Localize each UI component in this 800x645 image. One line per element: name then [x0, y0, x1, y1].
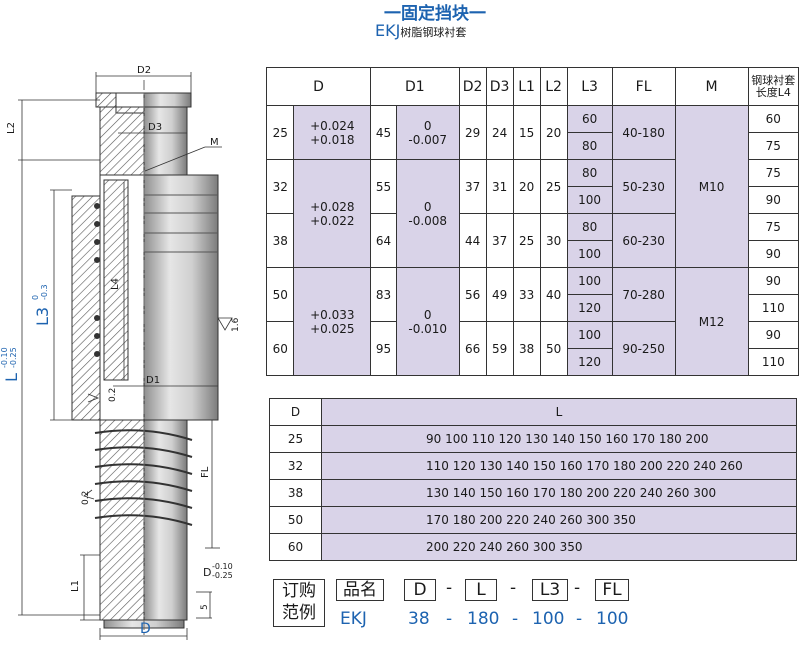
dim-five: 5: [200, 604, 210, 610]
col-l: L: [321, 398, 797, 426]
dim-l-tol-lo: -0.25: [9, 347, 18, 368]
dim-l: L: [2, 373, 21, 382]
table-row: 25 +0.024+0.018 45 0-0.007 29 24 15 20 6…: [265, 105, 800, 268]
m-m12: M12: [674, 267, 749, 376]
col-d1: D1: [370, 67, 460, 106]
col-d: D: [265, 67, 372, 106]
dim-d3: D3: [148, 122, 162, 133]
ex-l3: 100: [532, 609, 565, 629]
table-row: 50 +0.033+0.025 83 0-0.010 56 49 33 40 1…: [265, 267, 800, 376]
dim-l1: L1: [70, 580, 81, 592]
box-d: D: [404, 579, 436, 601]
col-l4: 钢球衬套 长度L4: [747, 67, 800, 106]
dash-3: -: [574, 578, 581, 598]
box-fl: FL: [595, 579, 629, 601]
dim-l-tol-hi: -0.10: [0, 347, 9, 368]
dim-l3: L3: [33, 307, 52, 326]
dim-l4: L4: [110, 278, 121, 290]
page-title: 一固定挡块一: [384, 4, 486, 24]
table-header-row: D L: [269, 398, 797, 426]
dim-d-tol-hi: -0.10: [212, 562, 233, 571]
ex-name: EKJ: [340, 609, 367, 629]
dash-1: -: [446, 578, 453, 598]
box-l3: L3: [532, 579, 568, 601]
table-row: 60 95 66 59 38 50 100 90-250 90: [265, 321, 800, 376]
table-header-row: D D1 D2 D3 L1 L2 L3 FL M 钢球衬套 长度L4: [265, 67, 800, 106]
col-m: M: [674, 67, 749, 106]
page-subtitle: EKJ树脂钢球衬套: [375, 22, 466, 42]
table-row: 120 110: [267, 348, 800, 376]
technical-drawing: D2 D3 M L2 L4 D1 0.2 FL 0.2 L1 5 1.6 D -…: [0, 65, 241, 640]
col-d2: D2: [458, 67, 487, 106]
dim-r1: 0.2: [108, 388, 118, 402]
spec-table: D D1 D2 D3 L1 L2 L3 FL M 钢球衬套 长度L4 25 +0…: [265, 67, 800, 376]
roughness: 1.6: [231, 317, 241, 332]
ex-fl: 100: [596, 609, 629, 629]
dim-l3-tol-hi: 0: [31, 295, 40, 300]
table-row: 100 90: [267, 240, 800, 268]
m-m10: M10: [674, 105, 749, 268]
ex-l: 180: [467, 609, 500, 629]
dim-m: M: [210, 137, 219, 148]
dim-d-tol-lo: -0.25: [212, 571, 233, 580]
table-row: 100 90: [267, 186, 800, 214]
col-d: D: [269, 398, 322, 426]
dim-d-small: D: [203, 566, 211, 579]
ex-d: 38: [408, 609, 430, 629]
dim-l3-tol-lo: -0.3: [40, 284, 49, 300]
table-row: 32 +0.028+0.022 55 0-0.008 37 31 20 25 8…: [265, 159, 800, 268]
product-name: 树脂钢球衬套: [400, 26, 467, 39]
col-d3: D3: [485, 67, 514, 106]
order-example-label: 订购 范例: [273, 579, 325, 627]
col-fl: FL: [611, 67, 676, 106]
product-code: EKJ: [375, 21, 401, 40]
dim-d: D: [140, 621, 151, 637]
lower-shaft: [99, 419, 145, 621]
dim-r2: 0.2: [81, 491, 91, 505]
ex-dash-3: -: [576, 609, 583, 629]
col-l2: L2: [539, 67, 568, 106]
col-l3: L3: [566, 67, 613, 106]
dim-l2: L2: [6, 122, 17, 134]
steel-balls: [94, 203, 100, 357]
dim-d2: D2: [137, 65, 151, 76]
dash-2: -: [510, 578, 517, 598]
bushing-wall: [71, 195, 101, 421]
ex-dash-1: -: [446, 609, 453, 629]
ex-dash-2: -: [512, 609, 519, 629]
dim-fl: FL: [200, 466, 211, 478]
box-l: L: [465, 579, 497, 601]
dim-d1: D1: [146, 375, 160, 386]
col-l1: L1: [512, 67, 541, 106]
table-row: 120 110: [267, 294, 800, 322]
name-label: 品名: [336, 579, 384, 601]
